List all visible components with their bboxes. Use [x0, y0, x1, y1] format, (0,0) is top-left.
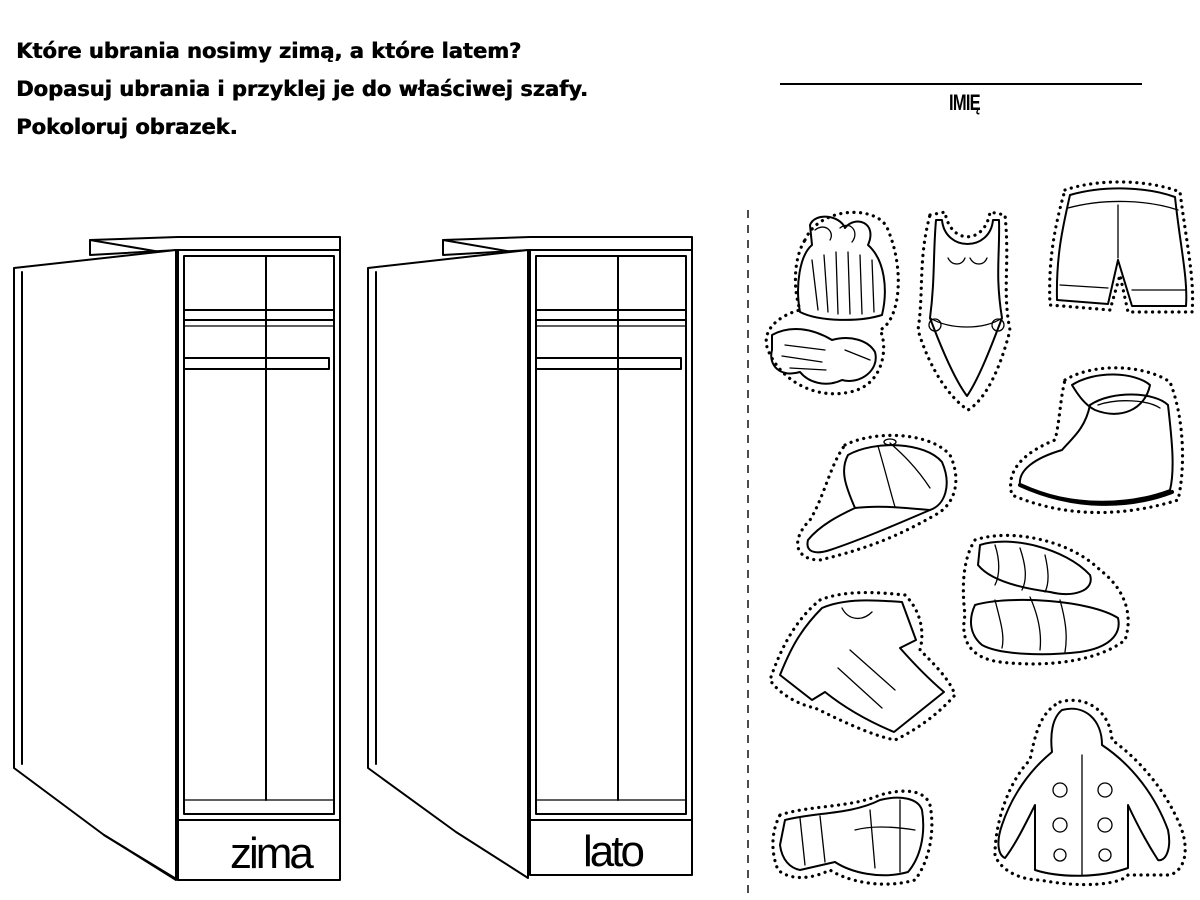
name-label: IMIĘ	[949, 90, 981, 115]
baseball-cap-icon[interactable]	[796, 433, 958, 562]
scarf-icon[interactable]	[771, 789, 934, 886]
instruction-line-3: Pokoloruj obrazek.	[16, 115, 238, 139]
winter-hat-and-gloves-icon[interactable]	[764, 210, 900, 396]
instruction-line-1: Które ubrania nosimy zimą, a które latem…	[16, 39, 522, 63]
wardrobe-label-summer: lato	[583, 827, 643, 876]
winter-jacket-icon[interactable]	[993, 698, 1187, 887]
name-input-line[interactable]	[780, 83, 1142, 85]
shorts-icon[interactable]	[1048, 180, 1195, 314]
wardrobe-summer[interactable]: lato	[367, 236, 693, 879]
swimsuit-icon[interactable]	[916, 210, 1012, 412]
t-shirt-icon[interactable]	[768, 590, 957, 742]
sandals-icon[interactable]	[961, 533, 1130, 666]
wardrobe-label-winter: zima	[230, 829, 314, 878]
instruction-line-2: Dopasuj ubrania i przyklej je do właściw…	[16, 77, 588, 101]
wardrobe-winter[interactable]: zima	[13, 236, 341, 881]
winter-boots-icon[interactable]	[1009, 366, 1185, 515]
instructions: Które ubrania nosimy zimą, a które latem…	[16, 32, 588, 146]
